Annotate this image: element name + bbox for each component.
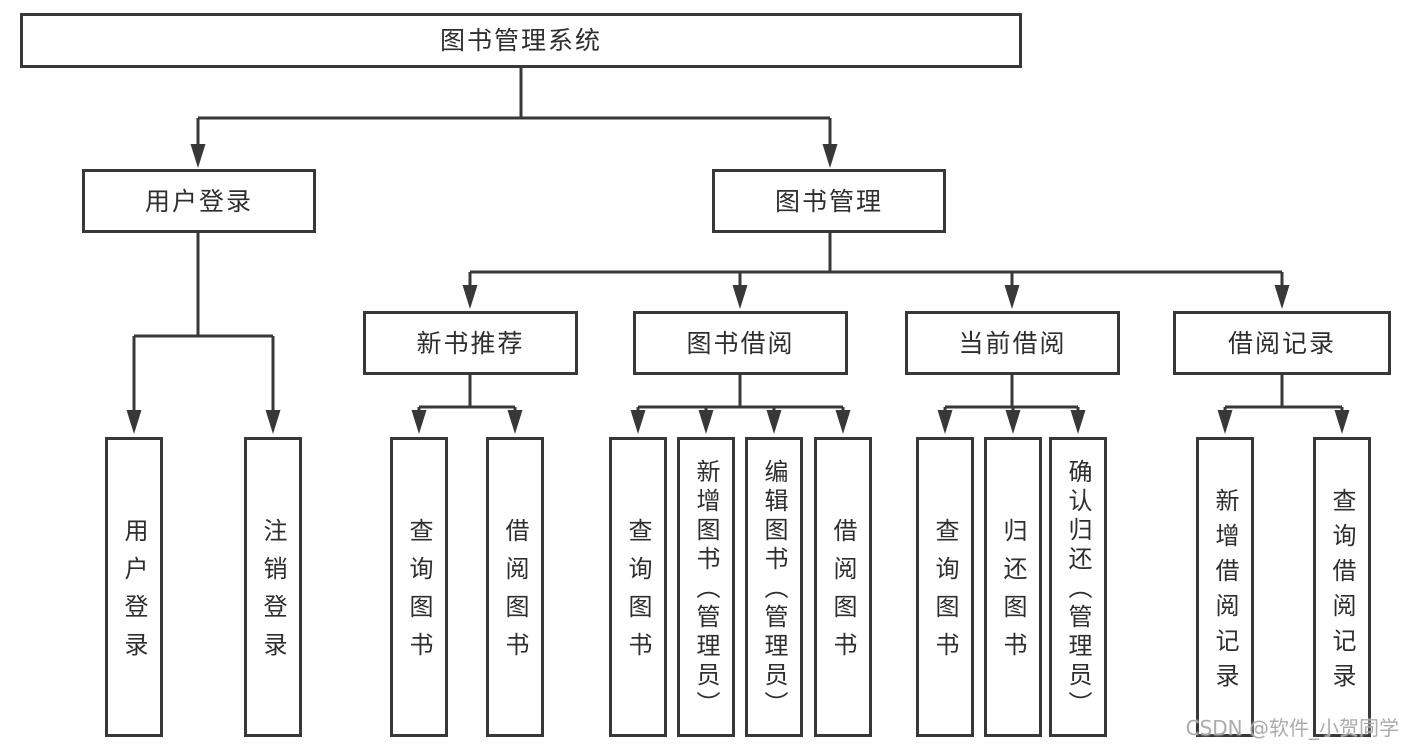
- node-box-current-borrowing: 当前借阅: [905, 311, 1120, 375]
- node-label: 用户登录: [120, 518, 148, 670]
- node-label: 注销登录: [259, 518, 287, 670]
- arrowhead-icon: [1217, 410, 1233, 434]
- node-box-new-book-recommend: 新书推荐: [363, 311, 578, 375]
- node-label: 借阅图书: [829, 518, 857, 670]
- arrowhead-icon: [462, 285, 478, 309]
- connector-book-management-to-level3: [468, 233, 1284, 287]
- arrowhead-icon: [630, 410, 646, 434]
- node-box-edit-book-admin: 编辑图书（管理员）: [745, 437, 803, 737]
- node-label: 借阅记录: [1227, 328, 1336, 358]
- connector-new-book-recommend-to-leaves: [417, 375, 517, 412]
- arrowhead-icon: [937, 410, 953, 434]
- connector-book-borrowing-to-leaves: [636, 375, 845, 412]
- arrowhead-icon: [126, 410, 142, 434]
- arrowhead-icon: [766, 410, 782, 434]
- arrowhead-icon: [1070, 410, 1086, 434]
- arrowhead-icon: [732, 285, 748, 309]
- node-label: 查询借阅记录: [1328, 487, 1356, 698]
- arrowhead-icon: [1274, 285, 1290, 309]
- node-label: 图书管理: [774, 186, 883, 216]
- node-label: 图书管理系统: [439, 26, 602, 55]
- node-box-query-books-current: 查询图书: [916, 437, 974, 737]
- node-box-return-books: 归还图书: [984, 437, 1042, 737]
- node-label: 新增图书（管理员）: [692, 459, 720, 720]
- connector-user-login-to-leaves: [132, 233, 275, 412]
- node-box-query-books-borrowing: 查询图书: [609, 437, 667, 737]
- arrowhead-icon: [507, 410, 523, 434]
- node-box-add-book-admin: 新增图书（管理员）: [677, 437, 735, 737]
- node-label: 新书推荐: [416, 328, 525, 358]
- arrowhead-icon: [822, 144, 838, 168]
- connector-current-borrowing-to-leaves: [943, 375, 1080, 412]
- node-label: 查询图书: [405, 518, 433, 670]
- arrowhead-icon: [1334, 410, 1350, 434]
- node-box-borrow-books-recommend: 借阅图书: [486, 437, 544, 737]
- csdn-watermark: CSDN @软件_小贺同学: [1185, 716, 1399, 740]
- arrowhead-icon: [835, 410, 851, 434]
- node-box-borrow-books: 借阅图书: [814, 437, 872, 737]
- node-label: 借阅图书: [501, 518, 529, 670]
- node-label: 确认归还（管理员）: [1064, 459, 1092, 720]
- arrowhead-icon: [411, 410, 427, 434]
- arrowhead-icon: [265, 410, 281, 434]
- node-box-add-borrow-record: 新增借阅记录: [1196, 437, 1254, 737]
- connector-borrow-records-to-leaves: [1223, 375, 1344, 412]
- node-label: 查询图书: [624, 518, 652, 670]
- node-label: 归还图书: [999, 518, 1027, 670]
- node-box-confirm-return-admin: 确认归还（管理员）: [1049, 437, 1107, 737]
- node-box-user-login-leaf: 用户登录: [105, 437, 163, 737]
- node-box-logout: 注销登录: [244, 437, 302, 737]
- node-box-borrow-records: 借阅记录: [1173, 311, 1391, 375]
- arrowhead-icon: [1005, 410, 1021, 434]
- arrowhead-icon: [1004, 285, 1020, 309]
- arrowhead-icon: [698, 410, 714, 434]
- node-box-query-borrow-record: 查询借阅记录: [1313, 437, 1371, 737]
- node-box-book-management: 图书管理: [712, 169, 946, 233]
- node-box-library-system: 图书管理系统: [20, 13, 1022, 68]
- connector-root-to-level2: [196, 68, 832, 146]
- node-box-book-borrowing: 图书借阅: [633, 311, 848, 375]
- node-label: 图书借阅: [686, 328, 795, 358]
- node-label: 查询图书: [931, 518, 959, 670]
- node-label: 用户登录: [144, 186, 253, 216]
- node-label: 编辑图书（管理员）: [760, 459, 788, 720]
- arrowheads: [126, 144, 1350, 434]
- node-box-user-login: 用户登录: [82, 169, 316, 233]
- arrowhead-icon: [190, 144, 206, 168]
- node-label: 当前借阅: [958, 328, 1067, 358]
- node-box-query-books-recommend: 查询图书: [390, 437, 448, 737]
- node-label: 新增借阅记录: [1211, 487, 1239, 698]
